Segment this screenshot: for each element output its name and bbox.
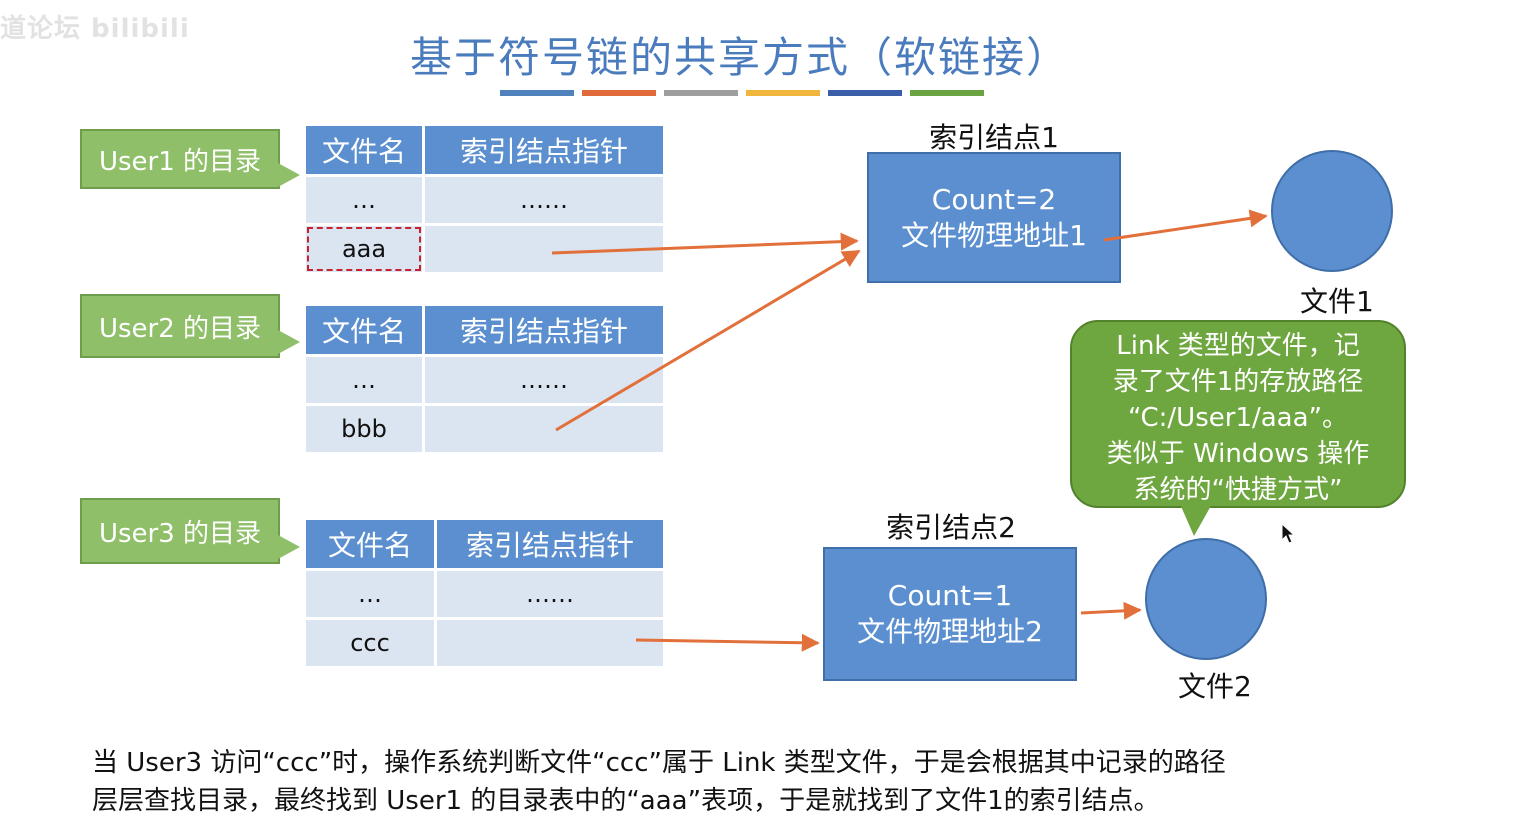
arrow-index-node-2-to-file-2 xyxy=(1080,601,1142,620)
table-cell-highlighted: aaa xyxy=(306,226,422,272)
column-header-filename: 文件名 xyxy=(306,306,422,354)
user3-tag-pointer xyxy=(278,535,300,559)
table-cell xyxy=(437,620,663,666)
user3-directory-table: 文件名 索引结点指针 … …… ccc xyxy=(303,517,666,669)
table-header-row: 文件名 索引结点指针 xyxy=(306,306,663,354)
table-cell: … xyxy=(306,357,422,403)
file-1-label: 文件1 xyxy=(1300,285,1374,318)
table-header-row: 文件名 索引结点指针 xyxy=(306,520,663,568)
arrow-aaa-to-index-node-1 xyxy=(551,232,859,255)
index-node-2-address: 文件物理地址2 xyxy=(857,615,1043,648)
arrow-index-node-1-to-file-1 xyxy=(1103,209,1268,242)
user2-directory-table: 文件名 索引结点指针 … …… bbb xyxy=(303,303,666,455)
title-bar-segment-2 xyxy=(582,90,656,96)
file-2-circle xyxy=(1145,538,1267,660)
table-row: … …… xyxy=(306,177,663,223)
table-header-row: 文件名 索引结点指针 xyxy=(306,126,663,174)
column-header-inode-pointer: 索引结点指针 xyxy=(425,126,663,174)
index-node-1: Count=2 文件物理地址1 xyxy=(867,152,1121,283)
table-cell: … xyxy=(306,177,422,223)
user2-tag-pointer xyxy=(278,330,300,354)
callout-line-4: 类似于 Windows 操作 xyxy=(1106,439,1370,469)
slide-title: 基于符号链的共享方式（软链接） xyxy=(409,33,1070,82)
index-node-1-count: Count=2 xyxy=(931,182,1057,216)
callout-pointer xyxy=(1180,504,1212,536)
callout-line-1: Link 类型的文件，记 xyxy=(1116,331,1360,361)
column-header-inode-pointer: 索引结点指针 xyxy=(437,520,663,568)
index-node-1-label: 索引结点1 xyxy=(929,121,1059,154)
index-node-2-label: 索引结点2 xyxy=(886,511,1016,544)
file-1-circle xyxy=(1271,150,1393,272)
index-node-2-count: Count=1 xyxy=(887,579,1013,612)
table-row: bbb xyxy=(306,406,663,452)
user2-tag-label: User2 的目录 xyxy=(98,313,262,344)
title-bar-segment-5 xyxy=(828,90,902,96)
title-bar-segment-4 xyxy=(746,90,820,96)
user3-directory-tag: User3 的目录 xyxy=(80,498,280,564)
explanation-text: 当 User3 访问“ccc”时，操作系统判断文件“ccc”属于 Link 类型… xyxy=(92,744,1452,820)
table-cell: …… xyxy=(425,177,663,223)
table-row: ccc xyxy=(306,620,663,666)
table-cell: …… xyxy=(425,357,663,403)
column-header-inode-pointer: 索引结点指针 xyxy=(425,306,663,354)
table-cell: bbb xyxy=(306,406,422,452)
table-row: … …… xyxy=(306,571,663,617)
table-cell: ccc xyxy=(306,620,434,666)
mouse-cursor-icon xyxy=(1281,523,1296,544)
index-node-2: Count=1 文件物理地址2 xyxy=(823,547,1077,681)
watermark: 道论坛 bilibili xyxy=(0,14,190,44)
explanation-line-2: 层层查找目录，最终找到 User1 的目录表中的“aaa”表项，于是就找到了文件… xyxy=(92,786,1160,816)
file-2-label: 文件2 xyxy=(1178,670,1252,703)
callout-line-5: 系统的“快捷方式” xyxy=(1133,475,1343,505)
title-bar-segment-6 xyxy=(910,90,984,96)
link-file-callout: Link 类型的文件，记 录了文件1的存放路径 “C:/User1/aaa”。 … xyxy=(1070,320,1406,508)
index-node-1-address: 文件物理地址1 xyxy=(901,218,1087,252)
user1-tag-label: User1 的目录 xyxy=(98,146,262,177)
title-bar-segment-1 xyxy=(500,90,574,96)
callout-line-3: “C:/User1/aaa”。 xyxy=(1127,403,1349,433)
column-header-filename: 文件名 xyxy=(306,126,422,174)
table-row: … …… xyxy=(306,357,663,403)
explanation-line-1: 当 User3 访问“ccc”时，操作系统判断文件“ccc”属于 Link 类型… xyxy=(92,748,1226,778)
table-cell: … xyxy=(306,571,434,617)
user3-tag-label: User3 的目录 xyxy=(98,518,262,549)
arrow-ccc-to-index-node-2 xyxy=(635,633,820,652)
table-cell: …… xyxy=(437,571,663,617)
callout-line-2: 录了文件1的存放路径 xyxy=(1112,367,1364,397)
title-bar-segment-3 xyxy=(664,90,738,96)
user1-tag-pointer xyxy=(278,163,300,187)
table-cell xyxy=(425,406,663,452)
user2-directory-tag: User2 的目录 xyxy=(80,294,280,358)
column-header-filename: 文件名 xyxy=(306,520,434,568)
user1-directory-tag: User1 的目录 xyxy=(80,129,280,189)
arrow-bbb-to-index-node-1 xyxy=(555,249,861,432)
